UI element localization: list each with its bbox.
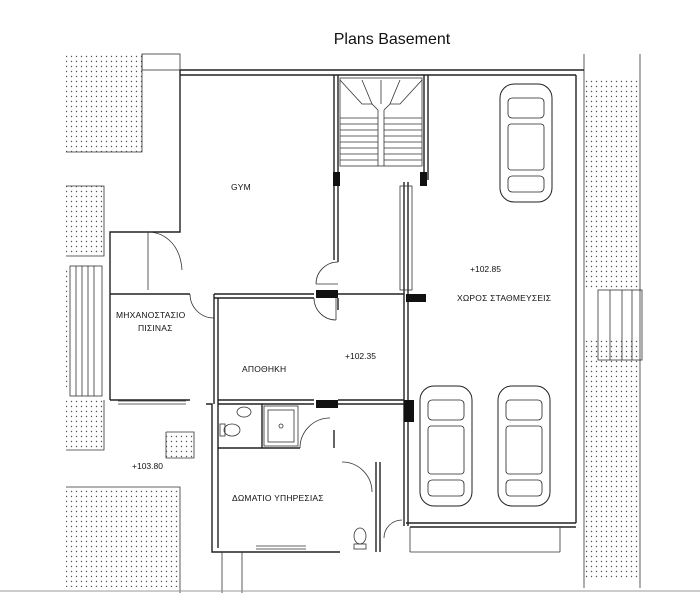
bathroom-fixtures: [219, 405, 367, 550]
car-bottom-right: [497, 385, 551, 507]
exterior-walls: [109, 69, 584, 553]
site-hatching: [66, 54, 640, 587]
columns: [316, 172, 427, 422]
level-parking: +102.85: [470, 264, 501, 274]
site-boundary: [66, 53, 641, 593]
level-outside: +103.80: [132, 461, 163, 471]
room-label-gym: GYM: [231, 182, 251, 192]
room-label-storage: ΑΠΟΘΗΚΗ: [242, 364, 286, 374]
room-label-machine-room-line2: ΠΙΣΙΝΑΣ: [138, 323, 173, 333]
car-bottom-left: [419, 385, 473, 507]
car-top-right: [499, 83, 553, 203]
windows: [118, 400, 306, 593]
room-label-machine-room: ΜΗΧΑΝΟΣΤΑΣΙΟ: [116, 310, 186, 320]
room-label-parking: ΧΩΡΟΣ ΣΤΑΘΜΕΥΣΕΙΣ: [457, 293, 551, 303]
interior-walls: [110, 75, 429, 552]
right-ramp: [597, 289, 643, 361]
level-corridor: +102.35: [345, 351, 376, 361]
doors: [147, 231, 403, 539]
staircase: [339, 77, 423, 167]
room-label-staff-room: ΔΩΜΑΤΙΟ ΥΠΗΡΕΣΙΑΣ: [232, 493, 324, 503]
left-ramp: [69, 265, 103, 397]
plan-title: Plans Basement: [333, 31, 451, 48]
